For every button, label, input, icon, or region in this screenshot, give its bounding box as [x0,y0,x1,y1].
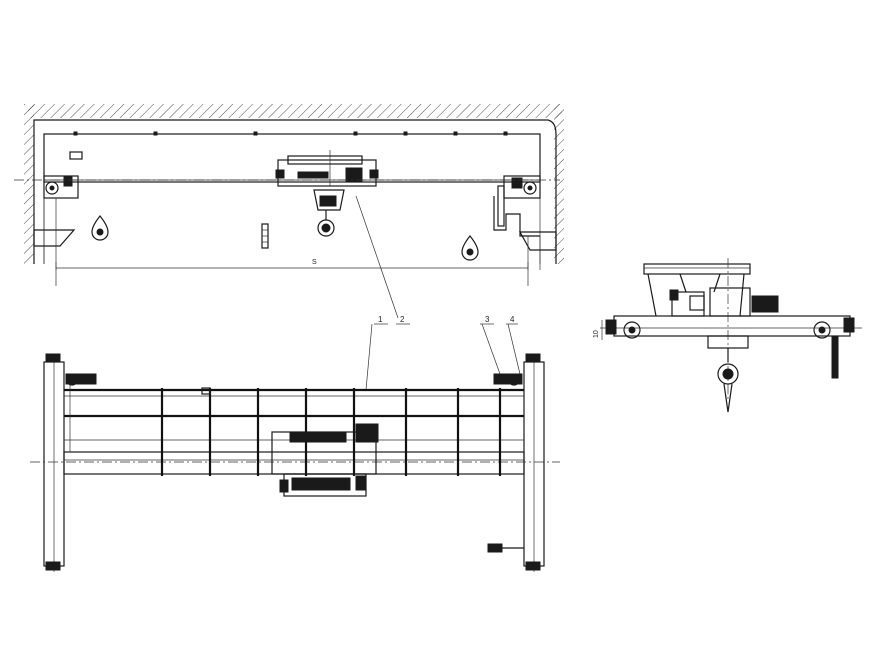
hook-icon [317,210,335,237]
plan-trolley [271,423,379,497]
main-girder [43,133,541,183]
left-end-carriage [43,175,79,199]
lifting-mark-icon [461,235,479,261]
hoist-trolley [275,150,379,211]
part-label-4: 4 [510,315,515,324]
elevation-view: S [14,104,564,286]
plan-view [30,353,560,572]
part-label-2: 2 [400,315,405,324]
left-wall-hatching [24,104,34,264]
part-label-1: 1 [378,315,383,324]
side-hook-icon [717,348,739,413]
lifting-mark-icon [91,215,109,241]
ceiling-hatching [28,104,562,118]
side-dimension-label: 10 [593,330,600,338]
building-outline [33,119,557,264]
side-view: 10 [593,258,862,413]
leader-lines [355,195,521,391]
part-label-3: 3 [485,315,490,324]
span-label: S [312,259,317,266]
right-wall-hatching [554,104,564,264]
